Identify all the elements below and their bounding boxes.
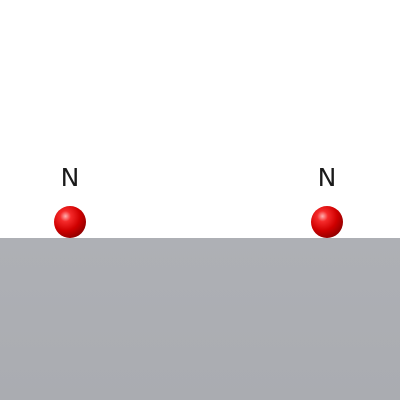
atom-sphere-right[interactable] — [311, 206, 343, 238]
ground-plane — [0, 238, 400, 400]
atom-sphere-left[interactable] — [54, 206, 86, 238]
atom-label-right: N — [317, 163, 337, 192]
atom-label-left: N — [60, 163, 80, 192]
